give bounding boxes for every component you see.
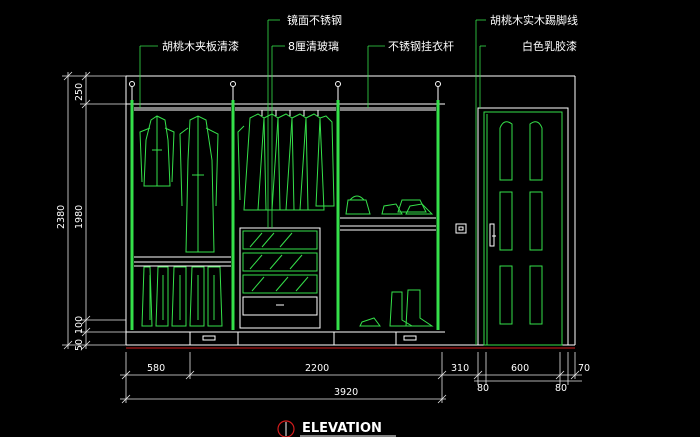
annotation-labels: 镜面不锈钢 胡桃木夹板清漆 8厘清玻璃 不锈钢挂衣杆 胡桃木实木踢脚线 白色乳胶… — [162, 13, 578, 53]
dim-h-310: 310 — [451, 363, 469, 374]
post-4 — [435, 81, 441, 330]
dim-h-80-right: 80 — [555, 383, 567, 394]
dim-h-70: 70 — [578, 363, 590, 374]
dim-v-total: 2380 — [56, 205, 67, 229]
clothing-left-bay — [134, 115, 231, 267]
title-block: ELEVATION — [277, 420, 396, 437]
horizontal-dimensions: 580 2200 310 600 70 80 80 3920 — [120, 352, 590, 404]
wall-switch — [455, 223, 467, 234]
drawing-title: ELEVATION — [302, 421, 382, 436]
panel-door — [477, 107, 569, 346]
dim-h-600: 600 — [511, 363, 529, 374]
dim-h-total: 3920 — [334, 387, 358, 398]
vertical-dimensions: 2380 250 1980 100 50 — [56, 71, 126, 351]
hanging-rails — [134, 107, 436, 111]
post-3 — [335, 81, 341, 330]
cabinet-posts — [129, 81, 441, 330]
shirts-middle-bay — [237, 110, 335, 211]
label-white-latex: 白色乳胶漆 — [522, 39, 577, 53]
dim-v-50: 50 — [74, 339, 85, 351]
dim-h-80-left: 80 — [477, 383, 489, 394]
trousers — [141, 266, 223, 327]
glass-drawer-unit — [239, 227, 321, 329]
title-marker-icon — [277, 420, 295, 437]
dim-v-middle: 1980 — [74, 205, 85, 229]
cabinet-outline — [125, 75, 576, 349]
post-1 — [129, 81, 135, 330]
label-steel-rail: 不锈钢挂衣杆 — [388, 39, 454, 53]
dim-v-top: 250 — [74, 83, 85, 101]
label-clear-glass: 8厘清玻璃 — [288, 39, 339, 53]
label-walnut-skirting: 胡桃木实木踢脚线 — [490, 13, 578, 27]
dim-v-100: 100 — [74, 316, 85, 334]
label-mirror-steel: 镜面不锈钢 — [287, 13, 342, 27]
boots — [359, 289, 434, 327]
right-bay-shelf — [340, 195, 436, 231]
dim-h-2200: 2200 — [305, 363, 329, 374]
post-2 — [230, 81, 236, 330]
label-walnut-veneer: 胡桃木夹板清漆 — [162, 39, 239, 53]
dim-h-580: 580 — [147, 363, 165, 374]
annotation-leaders — [139, 19, 486, 345]
